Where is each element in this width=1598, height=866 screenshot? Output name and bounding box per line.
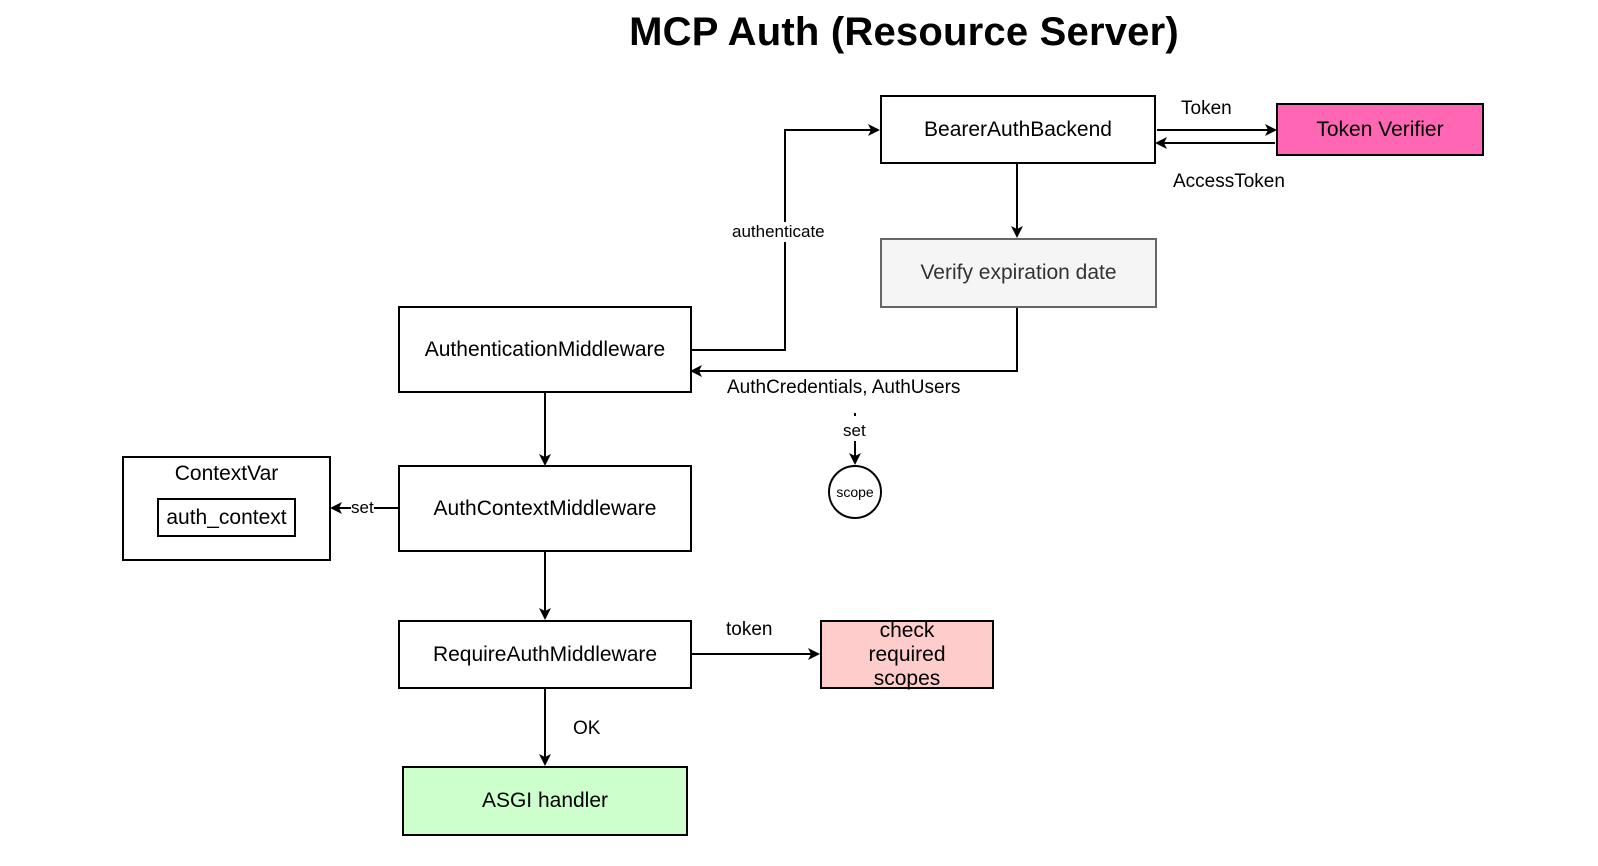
token-verifier-label: Token Verifier xyxy=(1316,117,1444,141)
require-auth-middleware-node: RequireAuthMiddleware xyxy=(398,620,692,689)
authentication-middleware-label: AuthenticationMiddleware xyxy=(424,337,666,361)
auth-context-label: auth_context xyxy=(166,505,287,529)
edge-label-authenticate: authenticate xyxy=(732,222,825,242)
edge-label-access-token: AccessToken xyxy=(1173,171,1285,192)
check-required-scopes-node: check required scopes xyxy=(820,618,994,690)
verify-expiration-node: Verify expiration date xyxy=(880,238,1157,308)
authentication-middleware-node: AuthenticationMiddleware xyxy=(398,306,692,393)
diagram-title: MCP Auth (Resource Server) xyxy=(629,10,1179,54)
auth-context-middleware-node: AuthContextMiddleware xyxy=(398,465,692,552)
require-auth-middleware-label: RequireAuthMiddleware xyxy=(432,642,658,666)
auth-context-node: auth_context xyxy=(157,498,296,537)
edge-credentials xyxy=(690,308,1018,377)
scope-label: scope xyxy=(836,484,874,500)
auth-context-middleware-label: AuthContextMiddleware xyxy=(433,496,657,520)
token-verifier-node: Token Verifier xyxy=(1276,103,1484,156)
bearer-auth-backend-label: BearerAuthBackend xyxy=(924,117,1112,141)
check-required-scopes-label: check required scopes xyxy=(868,618,946,690)
verify-expiration-label: Verify expiration date xyxy=(920,261,1117,284)
edge-label-set-context: set xyxy=(351,498,374,518)
bearer-auth-backend-node: BearerAuthBackend xyxy=(880,95,1156,164)
edge-label-ok: OK xyxy=(573,718,601,739)
scope-node: scope xyxy=(828,465,882,519)
context-var-label: ContextVar xyxy=(174,462,279,485)
asgi-handler-node: ASGI handler xyxy=(402,766,688,836)
edge-label-token: Token xyxy=(1181,98,1232,119)
edge-label-set-scope: set xyxy=(843,421,866,441)
asgi-handler-label: ASGI handler xyxy=(481,789,609,812)
edge-label-token-lower: token xyxy=(726,619,773,640)
edge-label-auth-credentials: AuthCredentials, AuthUsers xyxy=(727,377,961,398)
